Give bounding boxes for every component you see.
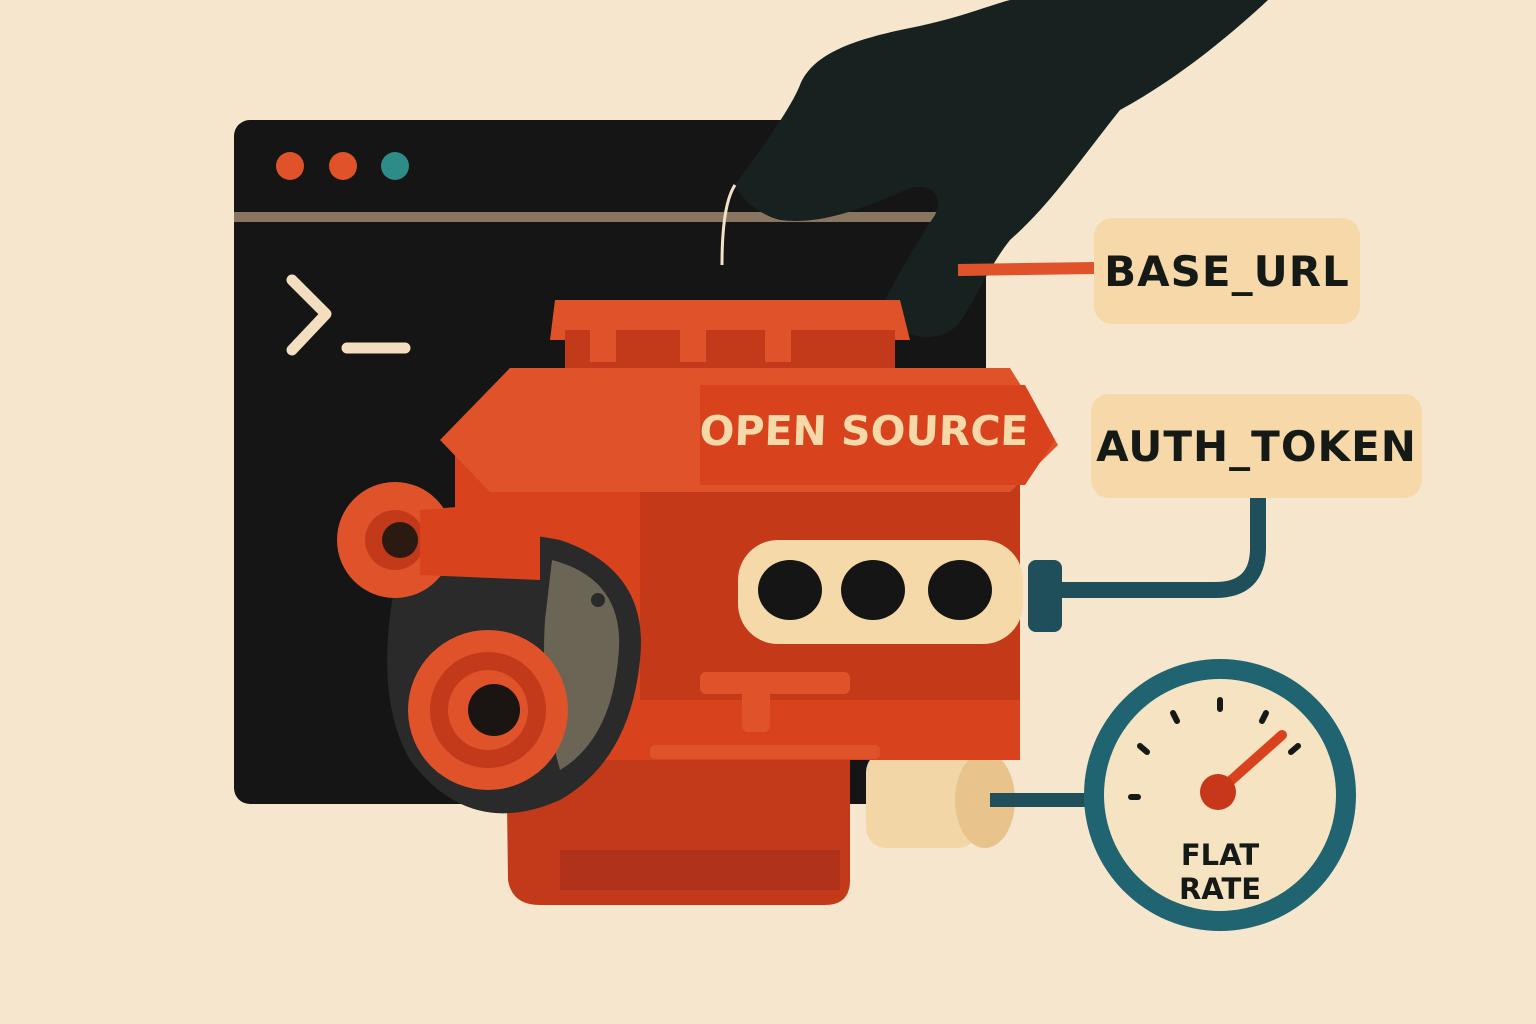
- base-url-tag: BASE_URL: [1094, 218, 1360, 324]
- hand-outline: [720, 184, 737, 266]
- auth-token-tag: AUTH_TOKEN: [1091, 394, 1422, 498]
- window-dot-close-icon: [276, 152, 304, 180]
- terminal-prompt-icon: [286, 274, 411, 356]
- gauge-connector: [866, 752, 1092, 848]
- window-dot-maximize-icon: [381, 152, 409, 180]
- engine-label: OPEN SOURCE: [698, 407, 1030, 455]
- auth-token-hose: [1032, 490, 1266, 598]
- window-dot-minimize-icon: [329, 152, 357, 180]
- engine-icon: [337, 300, 1058, 905]
- hand-icon: [735, 0, 1268, 337]
- gauge-icon: [1084, 659, 1356, 931]
- base-url-wire: [957, 262, 1095, 276]
- gauge-label: FLAT RATE: [1178, 838, 1262, 906]
- hose-connector: [1028, 560, 1062, 632]
